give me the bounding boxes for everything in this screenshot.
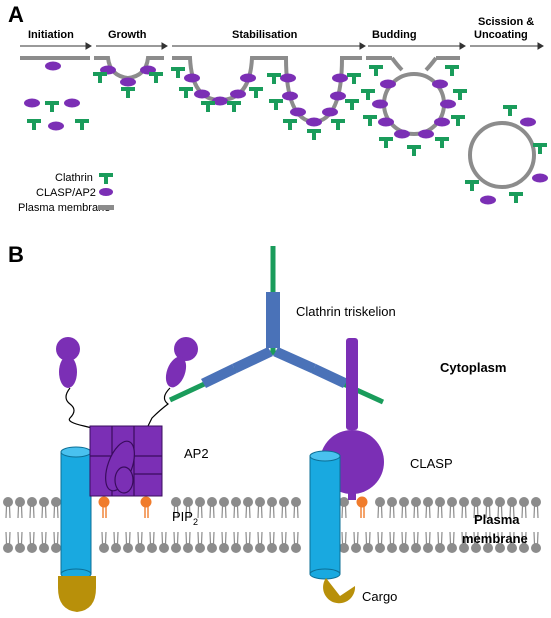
plasma-label: Plasma	[474, 512, 520, 527]
cargo-right	[323, 578, 356, 604]
growth-stage	[93, 56, 164, 98]
membrane-legend-icon	[98, 205, 114, 210]
legend-clasp-ap2-label: CLASP/AP2	[36, 187, 96, 199]
panel-a-letter: A	[8, 2, 24, 27]
pip2-lipids	[98, 496, 368, 518]
stage-initiation-label: Initiation	[28, 29, 74, 41]
panel-b-letter: B	[8, 242, 24, 267]
stage-growth-label: Growth	[108, 29, 147, 41]
membrane-label: membrane	[462, 531, 528, 546]
stage-arrows	[20, 42, 544, 50]
ap2-complex	[56, 337, 198, 497]
budding-stage	[361, 56, 467, 156]
stage-scission-label: Scission &	[478, 16, 534, 28]
legend-clathrin-label: Clathrin	[55, 172, 93, 184]
legend-membrane-label: Plasma membrane	[18, 202, 110, 214]
plasma-membrane-segment	[20, 56, 90, 60]
stage-uncoating-label: Uncoating	[474, 29, 528, 41]
panel-a-legend: Clathrin CLASP/AP2 Plasma membrane	[18, 172, 114, 214]
transmembrane-receptor-right	[309, 450, 341, 580]
triskelion-label: Clathrin triskelion	[296, 304, 396, 319]
pip2-label: PIP2	[172, 509, 198, 527]
initiation-stage	[20, 56, 90, 131]
clathrin-triskelion	[168, 246, 385, 405]
adaptor-legend-icon	[99, 188, 113, 196]
clasp-label: CLASP	[410, 456, 453, 471]
transmembrane-receptor-left	[60, 446, 92, 580]
ap2-label: AP2	[184, 446, 209, 461]
stabilisation-deep-pit	[262, 56, 362, 140]
cytoplasm-label: Cytoplasm	[440, 360, 506, 375]
cargo-label: Cargo	[362, 589, 397, 604]
scission-uncoating-stage	[465, 105, 548, 205]
stage-budding-label: Budding	[372, 29, 417, 41]
clathrin-legend-icon	[99, 173, 113, 184]
cargo-left	[58, 576, 96, 612]
stage-stabilisation-label: Stabilisation	[232, 29, 298, 41]
stabilisation-shallow-pit	[171, 56, 263, 112]
